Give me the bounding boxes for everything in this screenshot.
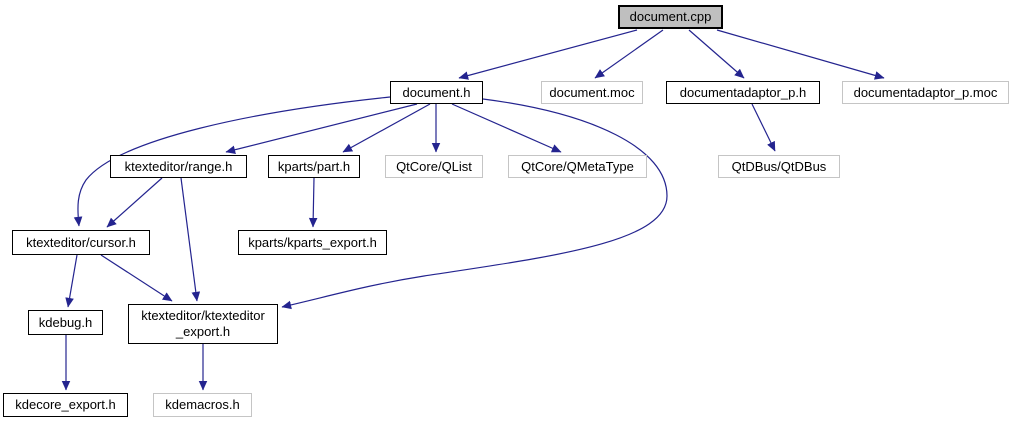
graph-node-kparts-part-h[interactable]: kparts/part.h — [268, 155, 360, 178]
graph-node-kdemacros-h: kdemacros.h — [153, 393, 252, 417]
edge-document-cpp-to-document-moc — [594, 29, 664, 79]
edge-ktexteditor-cursor-h-to-ktexteditor-ktexteditor-export-h — [100, 254, 173, 302]
graph-node-documentadaptor-p-h[interactable]: documentadaptor_p.h — [666, 81, 820, 104]
graph-node-qtcore-qmetatype: QtCore/QMetaType — [508, 155, 647, 178]
edge-ktexteditor-range-h-to-ktexteditor-cursor-h — [106, 177, 163, 228]
edge-document-h-to-qtcore-qmetatype — [451, 103, 562, 153]
graph-node-kparts-kparts-export-h[interactable]: kparts/kparts_export.h — [238, 230, 387, 255]
edge-kparts-part-h-to-kparts-kparts-export-h — [308, 177, 318, 228]
edge-document-h-to-ktexteditor-cursor-h — [73, 96, 391, 227]
edge-ktexteditor-cursor-h-to-kdebug-h — [65, 254, 78, 308]
graph-node-documentadaptor-p-moc: documentadaptor_p.moc — [842, 81, 1009, 104]
graph-node-kdebug-h[interactable]: kdebug.h — [28, 310, 103, 335]
graph-node-document-moc: document.moc — [541, 81, 643, 104]
graph-node-document-h[interactable]: document.h — [390, 81, 483, 104]
edge-document-h-to-ktexteditor-ktexteditor-export-h — [281, 98, 668, 310]
edge-documentadaptor-p-h-to-qtdbus-qtdbus — [751, 103, 776, 152]
edge-document-h-to-ktexteditor-range-h — [225, 103, 418, 154]
graph-node-ktexteditor-cursor-h[interactable]: ktexteditor/cursor.h — [12, 230, 150, 255]
graph-node-qtcore-qlist: QtCore/QList — [385, 155, 483, 178]
edge-ktexteditor-range-h-to-ktexteditor-ktexteditor-export-h — [180, 177, 201, 302]
graph-node-ktexteditor-ktexteditor-export-h[interactable]: ktexteditor/ktexteditor _export.h — [128, 304, 278, 344]
edge-document-h-to-kparts-part-h — [342, 103, 431, 153]
edge-document-cpp-to-documentadaptor-p-moc — [716, 29, 885, 80]
edge-document-cpp-to-documentadaptor-p-h — [688, 29, 745, 79]
graph-node-document-cpp: document.cpp — [618, 5, 723, 29]
edge-document-cpp-to-document-h — [458, 29, 638, 80]
graph-node-ktexteditor-range-h[interactable]: ktexteditor/range.h — [110, 155, 247, 178]
graph-node-qtdbus-qtdbus: QtDBus/QtDBus — [718, 155, 840, 178]
graph-node-kdecore-export-h[interactable]: kdecore_export.h — [3, 393, 128, 417]
